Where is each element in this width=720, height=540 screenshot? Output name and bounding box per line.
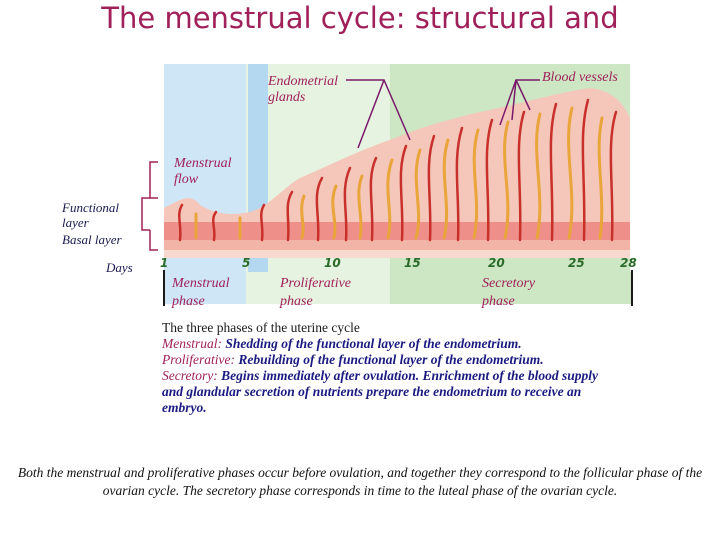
basal-layer-lower [164,240,630,250]
endometrial-glands-label: Endometrial glands [268,74,338,105]
menstrual-description: Menstrual: Shedding of the functional la… [162,336,522,351]
functional-layer [164,88,630,232]
day-20: 20 [488,256,505,270]
menstrual-phase-label: Menstrual phase [172,276,230,309]
phase-bar-secretory [390,272,632,304]
secretory-description: Secretory: Begins immediately after ovul… [162,368,599,415]
day-5: 5 [242,256,251,270]
functional-layer-label: Functional layer [62,200,120,230]
day-15: 15 [404,256,421,270]
phase-bar-menstrual [164,272,246,304]
day-10: 10 [324,256,341,270]
layer-brackets [141,161,158,251]
day-1: 1 [160,256,169,270]
page-title: The menstrual cycle: structural and [101,1,619,35]
proliferative-phase-label: Proliferative phase [280,276,352,309]
secretory-phase-label: Secretory phase [482,276,536,309]
phase-bar-proliferative [246,272,390,304]
title-area: The menstrual cycle: structural and [0,0,720,64]
pointer-lines [346,79,540,149]
blood-vessels [178,98,618,242]
menstrual-flow-label: Menstrual flow [174,156,232,187]
phase-description: The three phases of the uterine cycle Me… [162,320,622,416]
day-25: 25 [568,256,585,270]
proliferative-description: Proliferative: Rebuilding of the functio… [162,352,544,367]
endometrial-glands [194,106,604,240]
myometrium [164,250,630,258]
blood-vessels-label: Blood vessels [542,70,618,85]
days-label: Days [106,260,133,275]
basal-layer-label: Basal layer [62,232,122,247]
day-28: 28 [620,256,637,270]
summary-text: Both the menstrual and proliferative pha… [17,465,703,498]
description-heading: The three phases of the uterine cycle [162,320,360,335]
